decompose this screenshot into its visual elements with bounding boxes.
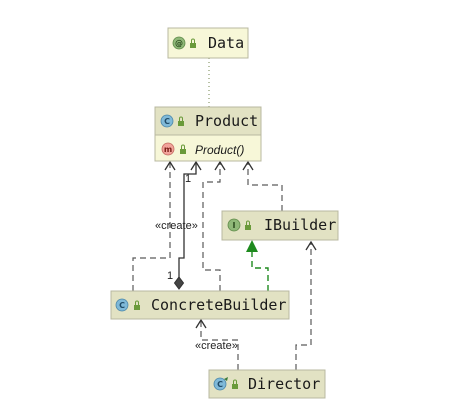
arrowhead-open — [305, 240, 317, 251]
arrowhead-open — [190, 160, 202, 171]
class-box-product[interactable]: C Product m Product() — [154, 106, 262, 162]
connectors — [132, 58, 317, 370]
class-name: ConcreteBuilder — [151, 296, 286, 314]
composition-diamond — [173, 276, 185, 290]
create-stereotype-label: «create» — [155, 220, 198, 232]
class-box-data[interactable]: @ Data — [167, 27, 249, 59]
class-name: Product — [195, 112, 258, 130]
class-icon: C — [115, 298, 129, 312]
multiplicity-label: 1 — [185, 173, 191, 185]
realization-edge — [251, 252, 269, 291]
arrowhead-open — [195, 318, 207, 329]
arrowhead-open — [242, 160, 254, 171]
interface-name: IBuilder — [264, 216, 336, 234]
svg-text:C: C — [217, 380, 223, 389]
lock-icon — [178, 116, 184, 126]
class-icon: C — [160, 114, 174, 128]
arrowhead-open — [214, 160, 226, 171]
director-uses-ibuilder-edge — [295, 242, 312, 370]
arrowhead-open — [164, 160, 176, 171]
interface-icon: I — [227, 218, 241, 232]
lock-icon — [245, 220, 251, 230]
svg-text:C: C — [119, 301, 125, 310]
class-icon: C — [213, 377, 228, 391]
annotation-icon: @ — [172, 36, 186, 50]
director-creates-concrete-builder-edge — [200, 320, 239, 370]
concrete-builder-uses-product-edge — [132, 162, 171, 291]
svg-text:m: m — [164, 145, 172, 154]
composition-edge — [178, 162, 197, 278]
create-stereotype-label: «create» — [195, 340, 238, 352]
svg-text:C: C — [164, 117, 170, 126]
method-icon: m — [161, 142, 175, 156]
interface-box-ibuilder[interactable]: I IBuilder — [221, 210, 339, 241]
class-box-director[interactable]: C Director — [208, 369, 326, 399]
multiplicity-label: 1 — [167, 270, 173, 282]
svg-text:I: I — [233, 221, 236, 230]
realization-arrowhead — [246, 240, 258, 252]
lock-icon — [134, 300, 140, 310]
lock-icon — [180, 144, 186, 154]
class-name: Data — [208, 34, 244, 52]
concrete-builder-creates-product-edge — [202, 162, 221, 291]
method-name: Product() — [195, 143, 244, 157]
lock-icon — [232, 379, 238, 389]
class-box-concrete-builder[interactable]: C ConcreteBuilder — [110, 290, 290, 320]
ibuilder-uses-product-edge — [247, 162, 283, 211]
svg-text:@: @ — [175, 39, 183, 48]
class-name: Director — [248, 375, 320, 393]
lock-icon — [190, 38, 196, 48]
